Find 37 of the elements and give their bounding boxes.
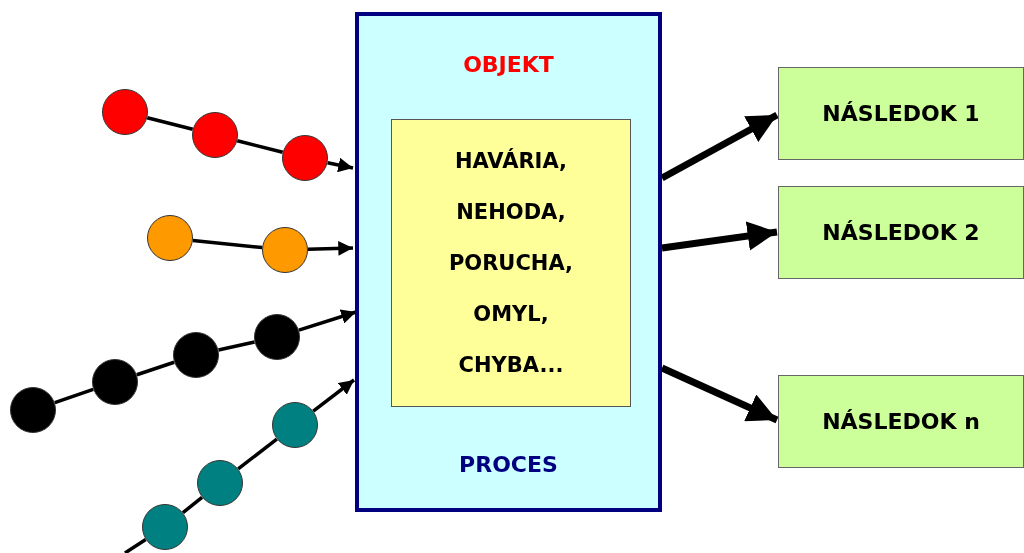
arrow	[312, 378, 356, 413]
connector-line	[54, 387, 94, 405]
connector-line	[181, 496, 204, 514]
process-box	[355, 12, 662, 512]
circle-marker	[173, 332, 219, 378]
circle-marker	[102, 89, 148, 135]
arrow	[298, 309, 357, 332]
box-heading: OBJEKT	[462, 52, 555, 77]
event-box	[391, 119, 631, 407]
arrow	[307, 241, 354, 256]
consequence-label: NÁSLEDOK 1	[822, 101, 980, 126]
event-list: HAVÁRIA, NEHODA, PORUCHA, OMYL, CHYBA...	[448, 135, 574, 391]
circle-marker	[192, 112, 238, 158]
consequence-box	[778, 186, 1024, 279]
connector-line	[136, 360, 175, 377]
connector-line	[192, 238, 263, 250]
connector-line	[237, 437, 278, 471]
circle-marker	[197, 460, 243, 506]
consequence-label: NÁSLEDOK n	[822, 409, 980, 434]
circle-marker	[254, 314, 300, 360]
connector-line	[124, 538, 147, 553]
circle-marker	[262, 227, 308, 273]
consequence-box	[778, 67, 1024, 160]
box-heading: PROCES	[458, 452, 559, 477]
connector-line	[218, 340, 255, 352]
circle-marker	[147, 215, 193, 261]
consequence-box	[778, 375, 1024, 468]
arrow	[661, 221, 778, 252]
consequence-label: NÁSLEDOK 2	[822, 220, 980, 245]
connector-line	[236, 139, 284, 154]
circle-marker	[282, 135, 328, 181]
arrow	[327, 157, 354, 173]
connector-line	[146, 116, 194, 131]
circle-marker	[10, 387, 56, 433]
circle-marker	[142, 504, 188, 550]
circle-marker	[272, 402, 318, 448]
circle-marker	[92, 359, 138, 405]
